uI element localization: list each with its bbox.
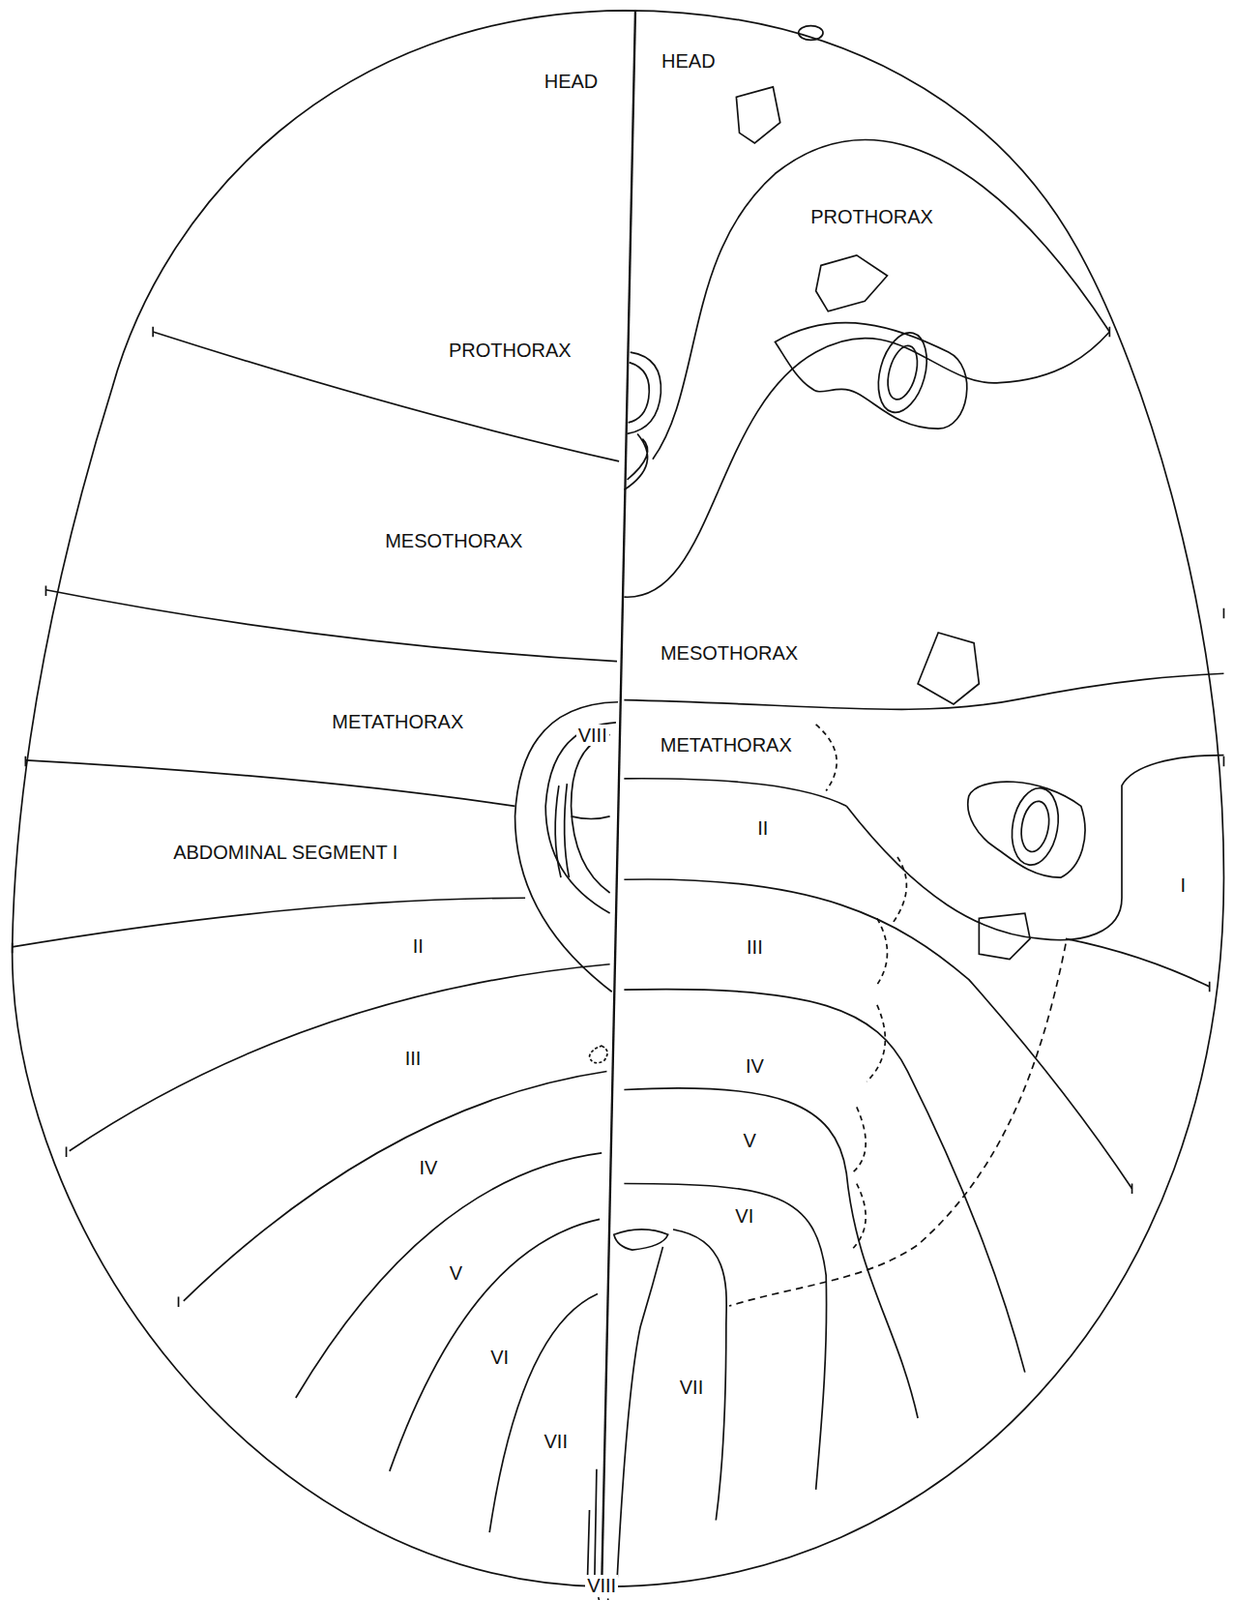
segment-label: ABDOMINAL SEGMENT I: [171, 841, 400, 863]
body-line: [589, 1045, 609, 1063]
body-line: [978, 912, 1030, 959]
body-line: [882, 342, 923, 403]
body-line: [614, 1229, 669, 1250]
segment-label: MESOTHORAX: [658, 642, 800, 664]
body-line: [25, 760, 515, 806]
body-line: [623, 778, 847, 807]
body-line: [515, 702, 619, 992]
segment-label: II: [411, 935, 426, 957]
body-line: [652, 140, 1110, 460]
body-line: [295, 1152, 602, 1398]
body-line: [774, 323, 967, 429]
body-line: [623, 433, 647, 490]
body-line: [601, 10, 636, 1587]
segment-label: MESOTHORAX: [382, 529, 525, 552]
body-line: [628, 362, 650, 423]
segment-label: IV: [743, 1055, 766, 1077]
segment-label: III: [403, 1047, 424, 1069]
body-line: [623, 988, 1025, 1372]
body-line: [587, 1469, 596, 1582]
body-line: [816, 724, 908, 1250]
segment-label: I: [1177, 874, 1188, 896]
body-line: [489, 1292, 598, 1532]
segment-label: VII: [541, 1430, 569, 1452]
body-line: [623, 879, 1132, 1189]
body-line: [389, 1218, 600, 1470]
body-line: [1006, 784, 1065, 869]
segment-label: VI: [488, 1346, 511, 1368]
segment-label: II: [755, 817, 770, 839]
segment-label: IV: [416, 1156, 440, 1178]
body-line: [917, 632, 979, 705]
body-line: [1017, 798, 1053, 854]
segment-label: METATHORAX: [329, 710, 466, 733]
segment-label: III: [744, 936, 765, 958]
body-line: [1065, 938, 1210, 987]
segment-label: V: [447, 1262, 465, 1284]
body-line: [623, 1183, 826, 1490]
body-line: [673, 1229, 727, 1521]
body-line: [69, 964, 611, 1151]
segment-label: VII: [677, 1376, 706, 1398]
body-line: [545, 722, 617, 913]
body-line: [623, 331, 1110, 597]
body-line: [798, 26, 823, 41]
body-line: [617, 1246, 663, 1582]
body-line: [816, 255, 888, 312]
segment-label: V: [740, 1129, 758, 1151]
body-line: [45, 589, 617, 662]
body-line: [623, 673, 1224, 709]
body-line: [735, 87, 780, 144]
segment-label: METATHORAX: [658, 734, 794, 756]
segment-label: VIII: [576, 724, 610, 746]
segment-label: HEAD: [659, 50, 718, 72]
body-line: [870, 326, 936, 417]
segment-label: HEAD: [542, 70, 601, 92]
body-line: [623, 1087, 918, 1418]
body-line: [846, 755, 1224, 941]
segment-label: VIII: [585, 1574, 618, 1596]
body-line: [183, 1071, 608, 1301]
body-line: [152, 331, 619, 462]
body-line: [555, 783, 569, 878]
body-line: [12, 897, 526, 947]
body-line: [627, 352, 662, 434]
body-line: [571, 734, 611, 893]
body-line: [968, 781, 1086, 878]
segment-label: VI: [733, 1204, 756, 1227]
segment-label: PROTHORAX: [808, 205, 936, 228]
body-line: [12, 10, 1225, 1587]
body-line: [571, 816, 611, 820]
body-line: [729, 943, 1066, 1306]
segment-label: PROTHORAX: [446, 339, 574, 361]
